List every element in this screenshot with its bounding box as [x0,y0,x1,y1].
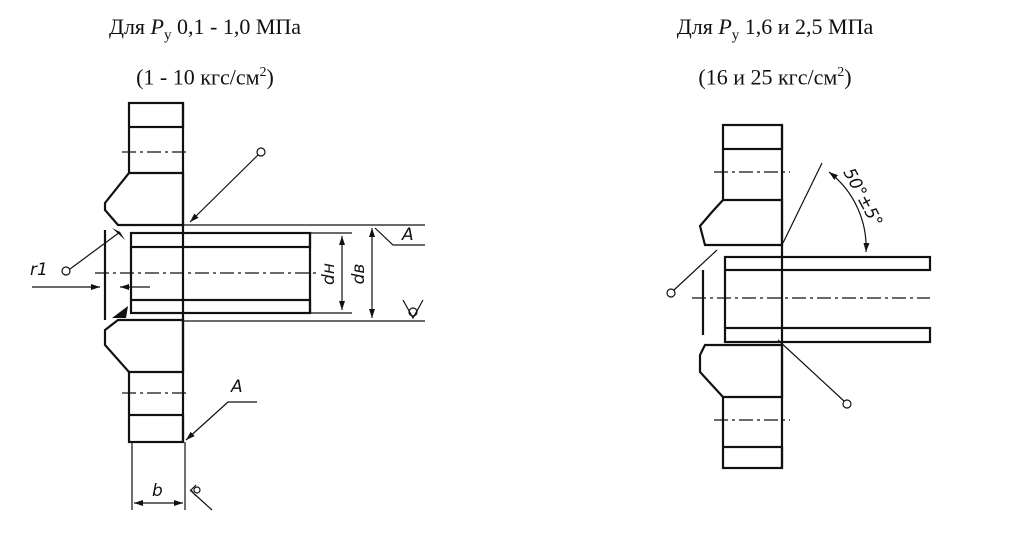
leader-circle [666,288,676,298]
subtitle-sup: 2 [837,65,845,80]
pressure-symbol: P [718,14,732,39]
flange-bottom-section [721,445,784,470]
hub-bottom-section [698,343,784,399]
datum-a-label: A [401,225,414,245]
bevel-line [782,162,823,244]
leader-circle [61,266,71,276]
r1-label: r1 [30,260,48,280]
leader-circle [842,399,852,409]
pipe-wall-bottom [723,326,932,344]
flange-top-section [127,101,185,129]
dn-label: dн [319,263,339,285]
title-prefix: Для [108,14,151,39]
pressure-subscript: y [731,27,740,44]
hub-top-section [698,198,784,247]
pipe-wall-bottom [129,298,312,315]
hub-top-section [103,171,185,227]
weld-leader [189,154,259,223]
hub-bottom-section [103,318,185,374]
weld-leader [69,231,121,270]
pressure-symbol: P [150,14,164,39]
left-title: Для Py 0,1 - 1,0 МПа [25,14,385,48]
datum-a-label: A [230,377,243,397]
pipe-wall-top [723,255,932,272]
pressure-subscript: y [164,27,172,44]
surface-roughness-icon [189,484,213,511]
pipe-wall-top [129,231,312,249]
left-subtitle: (1 - 10 кгс/см2) [25,60,385,90]
title-prefix: Для [676,14,719,39]
title-range: 0,1 - 1,0 МПа [171,14,302,39]
right-subtitle: (16 и 25 кгс/см2) [595,60,955,90]
dv-label: dв [349,264,369,285]
weld-beads [112,228,128,318]
subtitle-end: ) [844,64,852,90]
b-label: b [152,481,163,501]
subtitle-end: ) [266,64,274,90]
flange-bottom-section [127,413,185,444]
flange-top-section [721,123,784,151]
weld-leader [777,339,845,402]
right-title: Для Py 1,6 и 2,5 МПа [595,14,955,48]
subtitle-sup: 2 [259,65,267,80]
left-flange-drawing: dн dв A r1 A b [30,101,425,511]
angle-arc [828,171,870,253]
right-flange-drawing: 50°±5° [666,123,932,470]
title-range: 1,6 и 2,5 МПа [739,14,874,39]
leader-circle [256,147,266,157]
weld-leader [673,249,718,291]
weld-symbol-icon [402,299,424,320]
subtitle-text: (1 - 10 кгс/см [136,64,260,90]
subtitle-text: (16 и 25 кгс/см [698,64,838,90]
